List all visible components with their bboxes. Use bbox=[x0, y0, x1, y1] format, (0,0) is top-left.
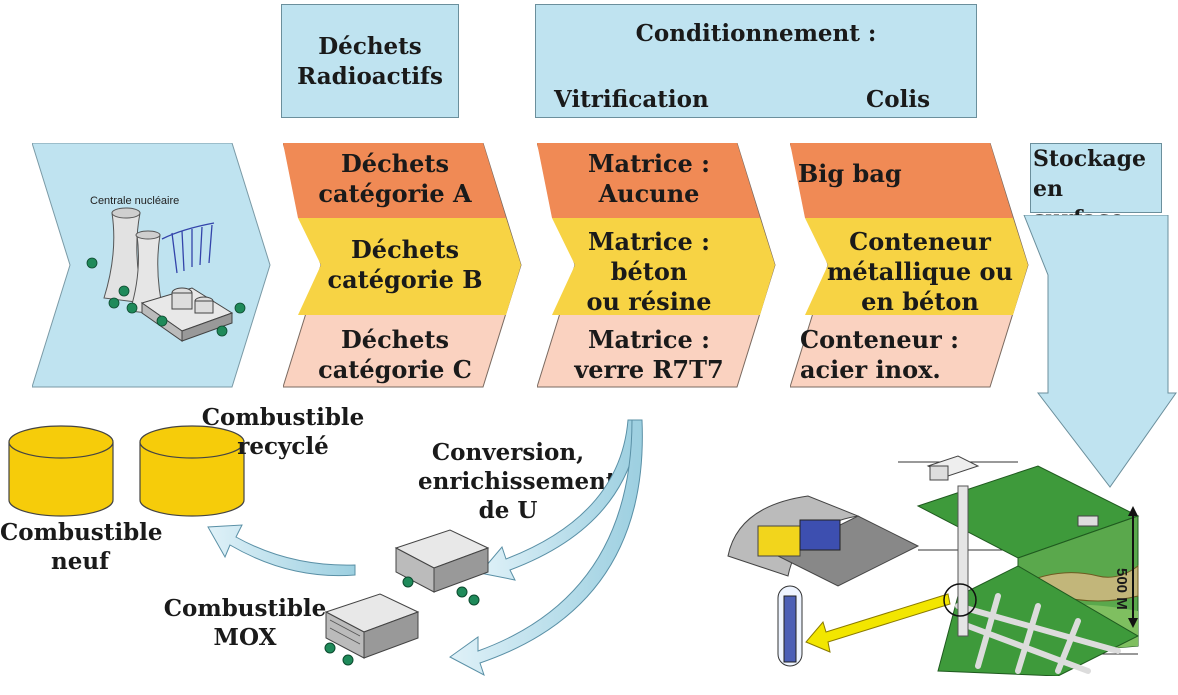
repository-illustration bbox=[727, 455, 1140, 676]
header-conditionnement: Conditionnement : Vitrification Colis bbox=[535, 4, 977, 118]
conversion-label: Conversion, enrichissement de U bbox=[418, 439, 617, 524]
arrow-to-mox bbox=[449, 419, 643, 677]
centrale-chevron-shape bbox=[32, 143, 271, 388]
centrale-label: Centrale nucléaire bbox=[90, 195, 180, 207]
arrow-to-conversion bbox=[479, 419, 641, 581]
category-a-label: Déchets catégorie A bbox=[318, 149, 472, 208]
category-c-label: Déchets catégorie C bbox=[318, 325, 472, 384]
matrice-chevron-shape bbox=[537, 143, 776, 388]
centrale-chevron: Centrale nucléaire bbox=[32, 143, 272, 388]
combustible-mox-label: Combustible MOX bbox=[163, 595, 327, 651]
recycling-arrows bbox=[207, 419, 643, 677]
conversion-factory-icon bbox=[394, 529, 490, 606]
combustible-neuf-label: Combustible neuf bbox=[0, 519, 163, 575]
power-line-icon bbox=[161, 222, 215, 274]
combustible-neuf-cylinder bbox=[8, 425, 114, 517]
category-column: Déchets catégorie A Déchets catégorie B … bbox=[283, 143, 523, 388]
colis-label: Colis bbox=[866, 86, 931, 113]
conteneur-inox-label: Conteneur : acier inox. bbox=[800, 325, 959, 384]
matrice-aucune-label: Matrice : Aucune bbox=[587, 149, 711, 208]
category-b-label: Déchets catégorie B bbox=[327, 235, 483, 294]
tree-icon bbox=[86, 257, 246, 337]
header-dechets-radioactifs: Déchets Radioactifs bbox=[281, 4, 459, 118]
arrow-to-neuf bbox=[207, 524, 356, 577]
mox-factory-icon bbox=[324, 593, 420, 666]
combustible-recycle-label: Combustible recyclé bbox=[201, 404, 365, 460]
big-bag-label: Big bag bbox=[798, 159, 902, 188]
vitrification-label: Vitrification bbox=[554, 86, 709, 113]
cooling-tower-icon bbox=[103, 207, 165, 316]
header-dechets-label: Déchets Radioactifs bbox=[297, 33, 443, 90]
stockage-down-arrow bbox=[1023, 215, 1177, 488]
reactor-icon bbox=[140, 287, 234, 342]
colis-column: Big bag Conteneur métallique ou en béton… bbox=[790, 143, 1030, 388]
colis-chevron-shape bbox=[790, 143, 1029, 388]
matrice-verre-label: Matrice : verre R7T7 bbox=[574, 325, 724, 384]
category-chevron-shape bbox=[283, 143, 522, 388]
combustible-recycle-cylinder bbox=[139, 425, 245, 517]
conteneur-metallique-label: Conteneur métallique ou en béton bbox=[827, 227, 1013, 316]
matrice-column: Matrice : Aucune Matrice : béton ou rési… bbox=[537, 143, 777, 388]
conditionnement-label: Conditionnement : bbox=[635, 20, 877, 47]
depth-label: 500 M bbox=[1113, 568, 1130, 610]
stockage-label: Stockage en surface bbox=[1030, 143, 1162, 232]
matrice-beton-label: Matrice : béton ou résine bbox=[586, 227, 712, 316]
